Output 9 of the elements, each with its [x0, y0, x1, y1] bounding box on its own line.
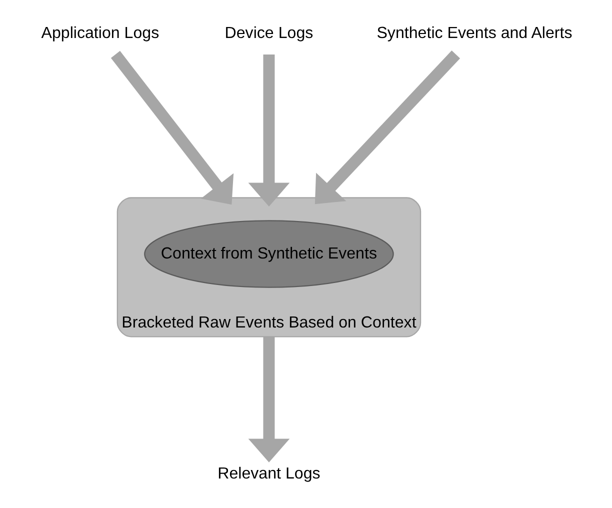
arrow — [248, 336, 290, 462]
arrow — [248, 54, 290, 206]
node-text: Synthetic Events and Alerts — [376, 24, 572, 42]
node-text: Device Logs — [224, 24, 314, 42]
node-ellipse: Context from Synthetic Events — [144, 220, 394, 288]
arrow — [110, 50, 234, 205]
node-text: Relevant Logs — [218, 464, 320, 483]
arrow — [314, 50, 460, 204]
node-text: Application Logs — [41, 24, 160, 42]
